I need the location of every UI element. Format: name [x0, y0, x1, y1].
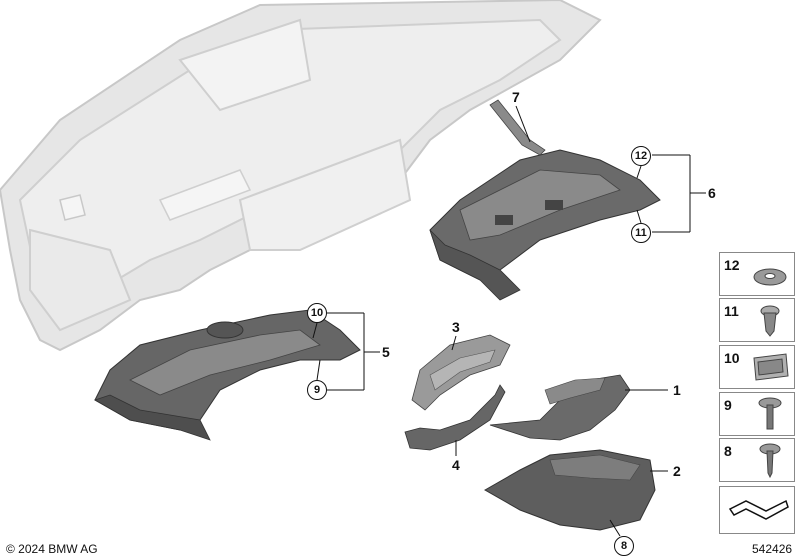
- legend-label: 8: [724, 443, 732, 459]
- part-6-bracket: [429, 149, 661, 301]
- legend-item-arrow: [719, 486, 795, 534]
- callout-9: 9: [307, 380, 327, 400]
- dashboard-outline: [0, 0, 602, 352]
- mounting-arrow-icon: [728, 499, 789, 520]
- legend-item-8: 8: [719, 438, 795, 482]
- legend-label: 11: [724, 303, 739, 319]
- part-4-trim: [404, 384, 506, 451]
- spring-nut-icon: [753, 353, 789, 381]
- diagram-id: 542426: [752, 542, 793, 556]
- callout-4: 4: [452, 457, 460, 473]
- part-2-lower-cover: [483, 449, 656, 531]
- legend-item-9: 9: [719, 392, 795, 436]
- callout-10: 10: [307, 303, 327, 323]
- legend-item-10: 10: [719, 345, 795, 389]
- legend-label: 12: [724, 257, 740, 273]
- callout-2: 2: [673, 463, 681, 479]
- callout-7: 7: [512, 89, 520, 105]
- callout-8: 8: [614, 536, 634, 556]
- callout-6: 6: [708, 185, 716, 201]
- part-3-cover: [411, 334, 511, 411]
- legend-label: 10: [724, 350, 740, 366]
- legend-item-11: 11: [719, 298, 795, 342]
- callout-11: 11: [631, 223, 651, 243]
- clip-rivet-icon: [760, 305, 780, 337]
- callout-12: 12: [631, 146, 651, 166]
- part-7-bracket: [489, 99, 546, 156]
- washer-icon: [753, 268, 787, 286]
- screw-icon: [759, 443, 781, 479]
- bolt-icon: [758, 397, 782, 430]
- callout-3: 3: [452, 319, 460, 335]
- callout-1: 1: [673, 382, 681, 398]
- callout-5: 5: [382, 344, 390, 360]
- leader-lines: [312, 105, 706, 537]
- copyright-text: © 2024 BMW AG: [6, 542, 98, 556]
- legend-label: 9: [724, 397, 732, 413]
- part-1-cover: [489, 374, 631, 441]
- part-5-bracket: [94, 309, 361, 441]
- legend-item-12: 12: [719, 252, 795, 296]
